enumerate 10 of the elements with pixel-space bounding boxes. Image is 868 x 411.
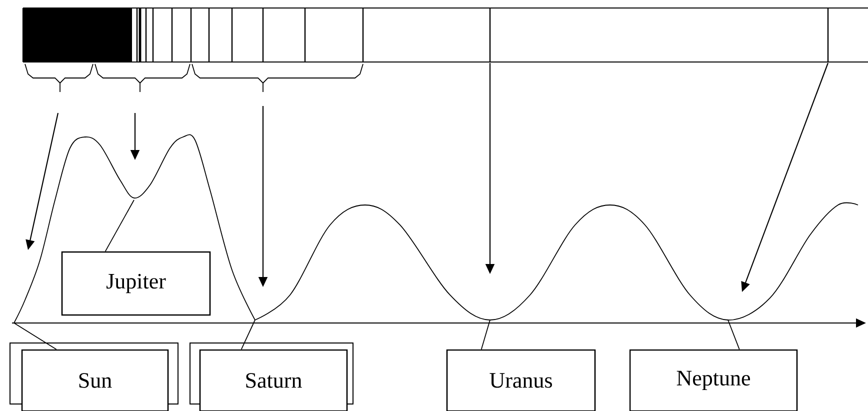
label-box: Saturn xyxy=(190,342,354,411)
leader-line xyxy=(14,322,57,350)
label-box: Sun xyxy=(10,342,178,411)
label-box: Uranus xyxy=(446,349,596,411)
leader-line xyxy=(728,320,740,350)
leader-line xyxy=(240,320,256,350)
leader-line xyxy=(104,200,134,252)
leader-line xyxy=(480,320,490,350)
label-box: Jupiter xyxy=(61,251,211,316)
label-box: Neptune xyxy=(629,349,798,411)
